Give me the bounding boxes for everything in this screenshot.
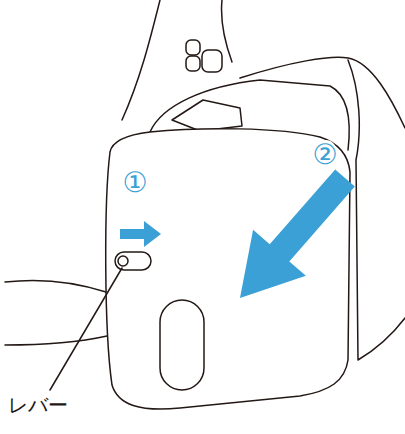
lever-knob xyxy=(118,256,128,266)
callout-number: ② xyxy=(312,140,337,171)
cover-button xyxy=(172,100,242,131)
body-detail xyxy=(186,40,200,55)
body-line xyxy=(5,280,106,292)
callout-number: ① xyxy=(122,168,147,199)
lever xyxy=(115,252,151,270)
direction-arrow xyxy=(240,169,355,298)
cover-face xyxy=(106,129,350,409)
strap xyxy=(348,60,405,360)
body-line xyxy=(122,0,160,120)
body-detail xyxy=(202,50,222,72)
part-label: レバー xyxy=(8,394,68,416)
direction-arrow xyxy=(120,221,161,247)
body-line xyxy=(221,0,232,62)
body-detail xyxy=(186,56,200,71)
cover-slot xyxy=(160,300,204,390)
body-line xyxy=(5,336,107,345)
leader-line xyxy=(50,268,122,390)
